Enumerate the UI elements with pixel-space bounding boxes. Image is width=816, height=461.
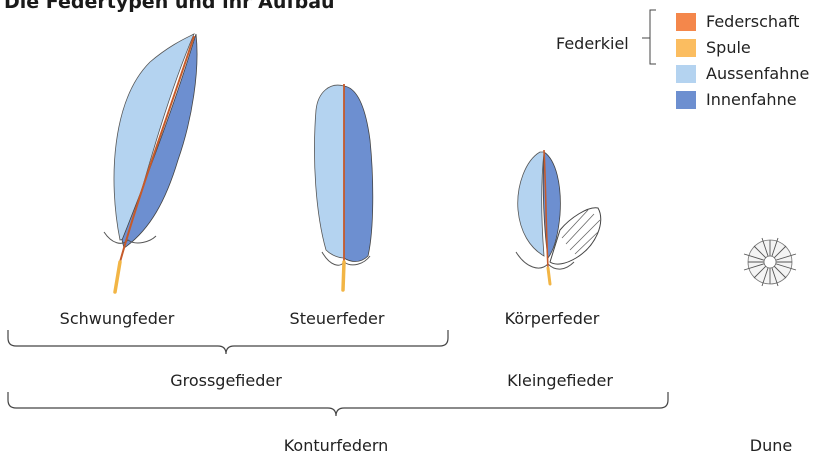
- grossgefieder-brace: [8, 330, 448, 354]
- steuerfeder-illustration: [314, 84, 372, 290]
- legend-item-aussenfahne: Aussenfahne: [676, 64, 809, 83]
- label-steuerfeder: Steuerfeder: [290, 309, 385, 328]
- legend-label-aussenfahne: Aussenfahne: [706, 64, 809, 83]
- legend-swatch-aussenfahne: [676, 65, 696, 83]
- legend-item-federschaft: Federschaft: [676, 12, 799, 31]
- dune-center: [764, 256, 776, 268]
- schwungfeder-quill: [115, 262, 120, 292]
- koerperfeder-illustration: [516, 150, 601, 284]
- label-konturfedern: Konturfedern: [284, 436, 389, 455]
- legend-swatch-innenfahne: [676, 91, 696, 109]
- label-kleingefieder: Kleingefieder: [507, 371, 613, 390]
- legend-label-spule: Spule: [706, 38, 751, 57]
- koerperfeder-quill: [548, 268, 550, 284]
- steuerfeder-inner-vane: [344, 86, 373, 262]
- konturfedern-brace: [8, 392, 668, 416]
- steuerfeder-outer-vane: [314, 85, 344, 258]
- label-schwungfeder: Schwungfeder: [60, 309, 175, 328]
- federkiel-label: Federkiel: [556, 34, 629, 53]
- label-koerperfeder: Körperfeder: [505, 309, 600, 328]
- legend-item-innenfahne: Innenfahne: [676, 90, 797, 109]
- label-dune: Dune: [750, 436, 792, 455]
- steuerfeder-quill: [343, 262, 344, 290]
- legend-item-spule: Spule: [676, 38, 751, 57]
- koerperfeder-outer-vane: [518, 152, 544, 256]
- legend-swatch-spule: [676, 39, 696, 57]
- legend-label-innenfahne: Innenfahne: [706, 90, 797, 109]
- legend-swatch-federschaft: [676, 13, 696, 31]
- dune-illustration: [744, 238, 796, 286]
- legend-label-federschaft: Federschaft: [706, 12, 799, 31]
- federkiel-bracket: [642, 10, 656, 64]
- schwungfeder-illustration: [104, 34, 197, 292]
- label-grossgefieder: Grossgefieder: [170, 371, 282, 390]
